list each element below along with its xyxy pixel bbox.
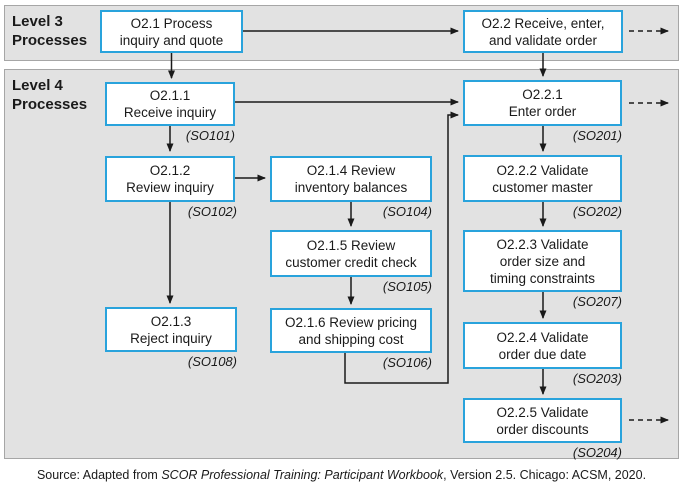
so-label-so207: (SO207) (572, 294, 622, 309)
process-box-o2-2-1: O2.2.1 Enter order (463, 80, 622, 126)
so-label-so105: (SO105) (382, 279, 432, 294)
source-suffix: , Version 2.5. Chicago: ACSM, 2020. (443, 468, 647, 482)
process-box-o2-1-3: O2.1.3 Reject inquiry (105, 307, 237, 352)
process-box-o2-1: O2.1 Process inquiry and quote (100, 10, 243, 53)
so-label-so104: (SO104) (382, 204, 432, 219)
so-label-so202: (SO202) (572, 204, 622, 219)
so-label-so108: (SO108) (187, 354, 237, 369)
process-box-o2-2-5: O2.2.5 Validate order discounts (463, 398, 622, 443)
process-box-o2-1-5: O2.1.5 Review customer credit check (270, 230, 432, 277)
process-box-o2-2: O2.2 Receive, enter, and validate order (463, 10, 623, 53)
so-label-so101: (SO101) (185, 128, 235, 143)
level4-band-label: Level 4 Processes (12, 77, 88, 113)
source-citation: Source: Adapted from SCOR Professional T… (0, 468, 683, 482)
process-box-o2-2-4: O2.2.4 Validate order due date (463, 322, 622, 369)
process-box-o2-1-4: O2.1.4 Review inventory balances (270, 156, 432, 202)
level3-band-label: Level 3 Processes (12, 13, 88, 49)
so-label-so106: (SO106) (382, 355, 432, 370)
so-label-so201: (SO201) (572, 128, 622, 143)
so-label-so204: (SO204) (572, 445, 622, 460)
process-box-o2-1-6: O2.1.6 Review pricing and shipping cost (270, 308, 432, 353)
so-label-so203: (SO203) (572, 371, 622, 386)
so-label-so102: (SO102) (187, 204, 237, 219)
process-box-o2-2-2: O2.2.2 Validate customer master (463, 155, 622, 202)
process-box-o2-1-1: O2.1.1 Receive inquiry (105, 82, 235, 126)
process-box-o2-2-3: O2.2.3 Validate order size and timing co… (463, 230, 622, 292)
source-title: SCOR Professional Training: Participant … (161, 468, 444, 482)
source-prefix: Source: Adapted from (36, 468, 162, 482)
process-box-o2-1-2: O2.1.2 Review inquiry (105, 156, 235, 202)
